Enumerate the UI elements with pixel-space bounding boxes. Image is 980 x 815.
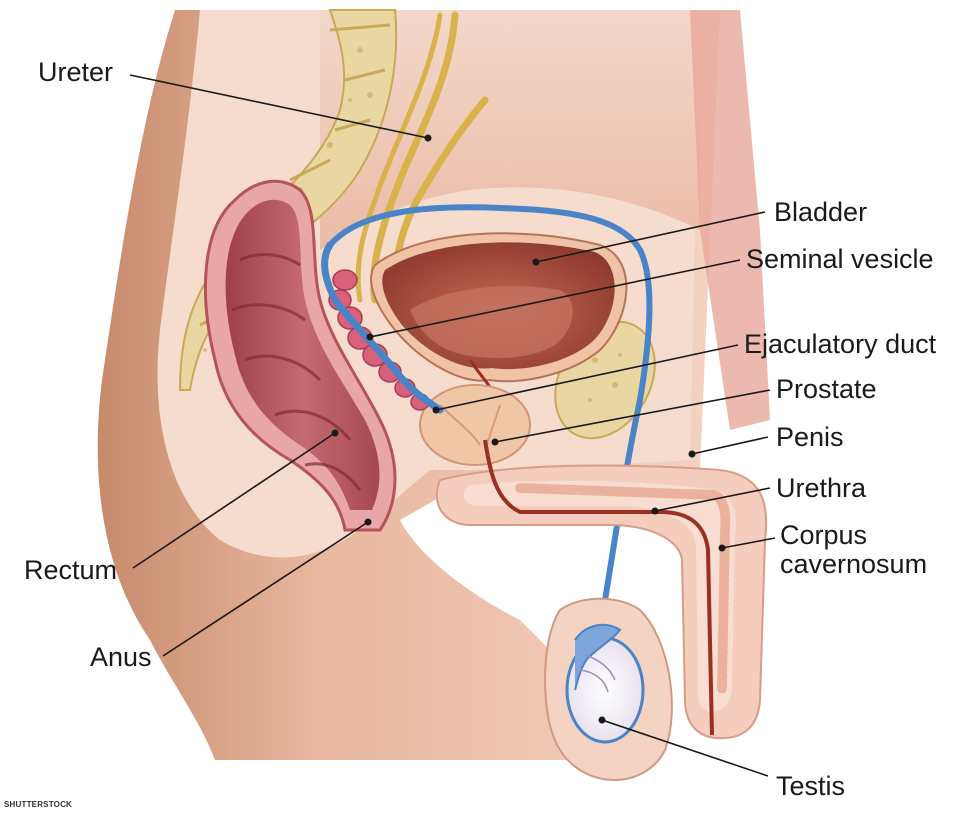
leader-lines [129,74,776,777]
label-penis: Penis [776,422,844,452]
abdominal-tissue [320,10,700,250]
label-corpus-cavernosum: Corpus cavernosum [780,520,928,579]
scrotum [544,597,673,781]
label-seminal-vesicle: Seminal vesicle [746,244,934,274]
label-anus: Anus [90,642,152,672]
prostate [419,384,531,466]
leader-dots [331,134,726,724]
rectum [204,179,397,532]
label-ejaculatory-duct: Ejaculatory duct [744,329,937,359]
label-rectum: Rectum [24,555,118,585]
vas-deferens [321,204,653,643]
label-ureter: Ureter [38,57,114,87]
image-credit: SHUTTERSTOCK [4,800,73,809]
label-bladder: Bladder [774,197,868,227]
label-testis: Testis [776,771,846,801]
label-prostate: Prostate [776,374,877,404]
label-urethra: Urethra [776,473,867,503]
penis-body [435,439,768,740]
